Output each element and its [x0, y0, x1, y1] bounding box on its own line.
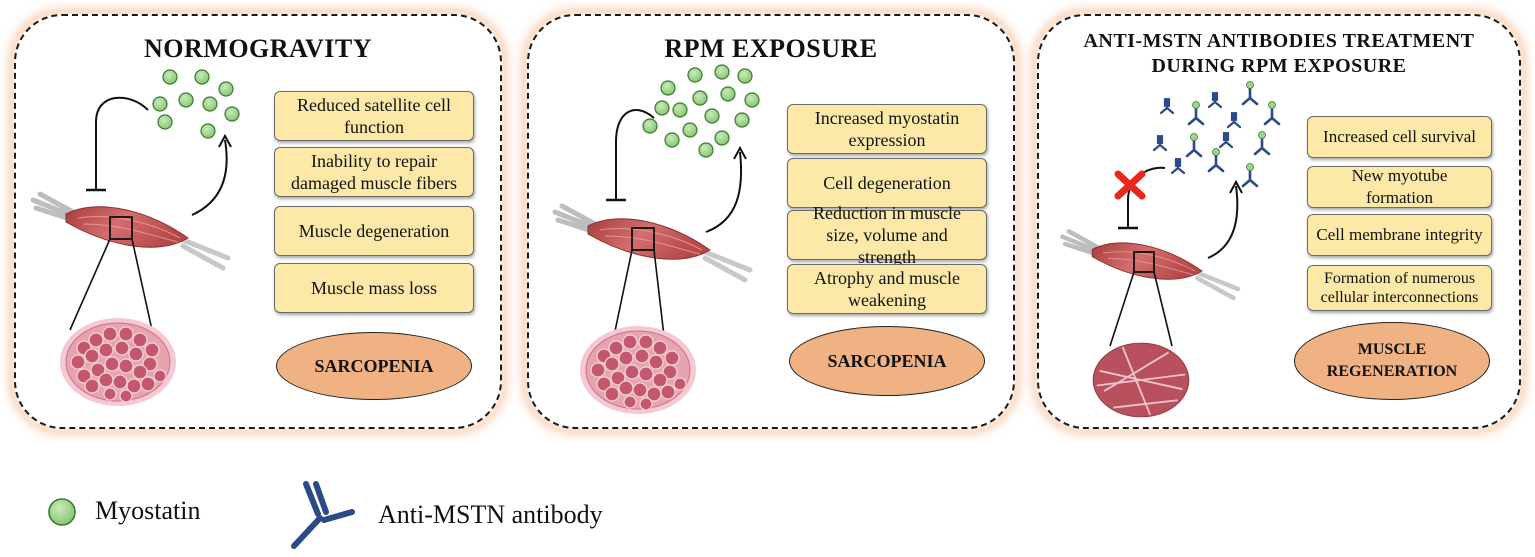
- outcome-line2: REGENERATION: [1326, 363, 1458, 380]
- effect-box: Increased cell survival: [1307, 116, 1492, 158]
- panel-rpm-exposure: RPM EXPOSURE Increased myostatin express…: [527, 14, 1015, 429]
- panel-anti-mstn-treatment: ANTI-MSTN ANTIBODIES TREATMENT DURING RP…: [1037, 14, 1521, 429]
- effect-box: Reduction in muscle size, volume and str…: [787, 203, 987, 267]
- panel-title-line2: DURING RPM EXPOSURE: [1151, 55, 1407, 77]
- effect-box: Muscle mass loss: [274, 263, 474, 313]
- effect-box: Cell membrane integrity: [1307, 214, 1492, 256]
- effect-box: Muscle degeneration: [274, 206, 474, 256]
- panel-title: RPM EXPOSURE: [664, 34, 878, 63]
- legend-myostatin-icon: [48, 498, 76, 526]
- effect-box: Inability to repair damaged muscle fiber…: [274, 147, 474, 197]
- effect-box: Cell degeneration: [787, 158, 987, 208]
- effect-box: Formation of numerous cellular interconn…: [1307, 265, 1492, 311]
- effect-box: Reduced satellite cell function: [274, 91, 474, 141]
- legend-myostatin-label: Myostatin: [95, 496, 201, 525]
- effect-box: Increased myostatin expression: [787, 104, 987, 154]
- panel-title-line1: ANTI-MSTN ANTIBODIES TREATMENT: [1083, 30, 1475, 52]
- panel-title: NORMOGRAVITY: [144, 34, 372, 63]
- effect-box: Atrophy and muscle weakening: [787, 264, 987, 314]
- effect-box: New myotube formation: [1307, 166, 1492, 208]
- legend-antibody-icon: [291, 481, 355, 549]
- panel-normogravity: NORMOGRAVITY Reduced satellite cell func…: [14, 14, 502, 429]
- legend-antibody-label: Anti-MSTN antibody: [378, 500, 603, 529]
- outcome-line1: MUSCLE: [1357, 341, 1427, 358]
- outcome-oval: SARCOPENIA: [789, 326, 985, 396]
- outcome-oval: MUSCLE REGENERATION: [1294, 322, 1490, 400]
- outcome-oval: SARCOPENIA: [276, 332, 472, 400]
- panel-title: ANTI-MSTN ANTIBODIES TREATMENT DURING RP…: [1039, 29, 1519, 79]
